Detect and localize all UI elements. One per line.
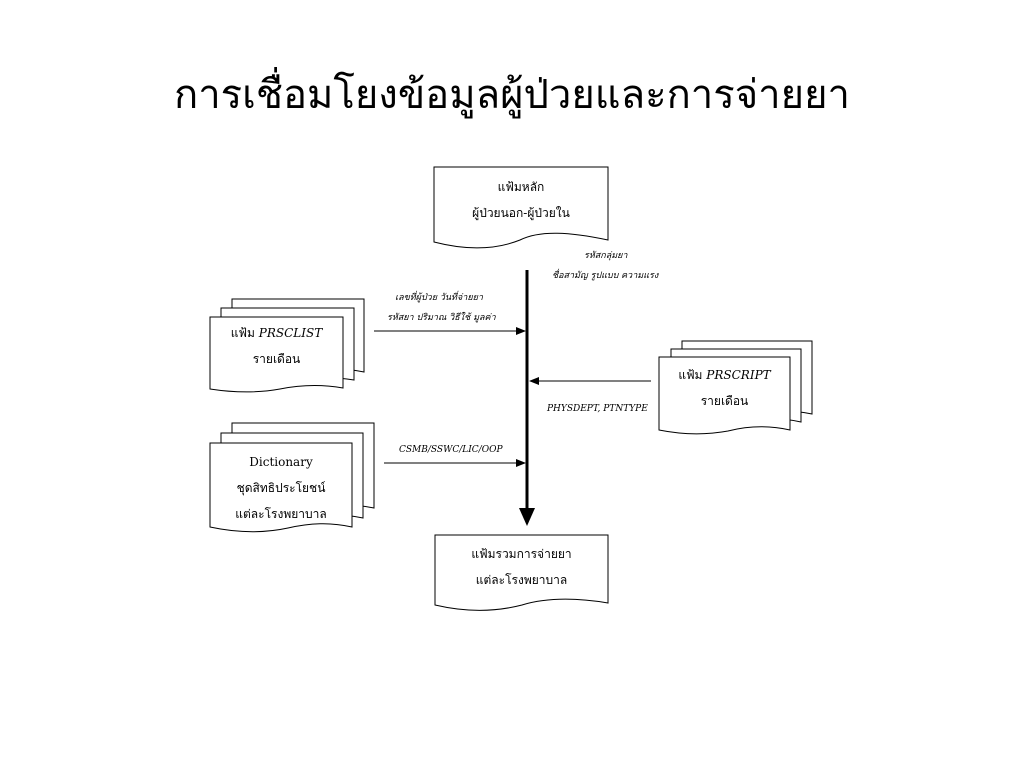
- prscript-line1: แฟ้ม PRSCRIPT: [659, 362, 790, 388]
- output-file-line2: แต่ละโรงพยาบาล: [475, 573, 568, 587]
- prscript-prefix: แฟ้ม: [678, 368, 707, 382]
- main-file-label: แฟ้มหลัก ผู้ป่วยนอก-ผู้ป่วยใน: [434, 174, 608, 226]
- main-file-shape: [433, 166, 609, 249]
- central-arrowhead: [519, 508, 535, 526]
- edge-prsclist-line1: เลขที่ผู้ป่วย วันที่จ่ายยา: [395, 293, 483, 303]
- dictionary-stack: [209, 422, 375, 533]
- edge-prsclist-line2: รหัสยา ปริมาณ วิธีใช้ มูลค่า: [387, 313, 496, 323]
- dictionary-line2: ชุดสิทธิประโยชน์: [236, 481, 326, 495]
- dictionary-line1: Dictionary: [249, 455, 313, 469]
- edge-main-line1: รหัสกลุ่มยา: [584, 251, 628, 261]
- output-file-label: แฟ้มรวมการจ่ายยา แต่ละโรงพยาบาล: [435, 541, 608, 593]
- dictionary-label: Dictionary ชุดสิทธิประโยชน์ แต่ละโรงพยาบ…: [210, 449, 352, 527]
- prsclist-stack: [209, 298, 365, 393]
- edge-main-line2: ชื่อสามัญ รูปแบบ ความแรง: [552, 271, 659, 281]
- prscript-label: แฟ้ม PRSCRIPT รายเดือน: [659, 362, 790, 414]
- prsclist-label: แฟ้ม PRSCLIST รายเดือน: [210, 320, 343, 372]
- prsclist-line1: แฟ้ม PRSCLIST: [210, 320, 343, 346]
- main-file-line2: ผู้ป่วยนอก-ผู้ป่วยใน: [472, 206, 570, 220]
- prscript-line2: รายเดือน: [700, 394, 749, 408]
- output-file-shape: [434, 534, 609, 611]
- main-file-line1: แฟ้มหลัก: [497, 180, 545, 194]
- slide-title: การเชื่อมโยงข้อมูลผู้ป่วยและการจ่ายยา: [174, 72, 850, 118]
- dictionary-shape: [209, 442, 353, 533]
- dictionary-line3: แต่ละโรงพยาบาล: [235, 507, 327, 521]
- output-file-line1: แฟ้มรวมการจ่ายยา: [471, 547, 572, 561]
- prscript-code: PRSCRIPT: [706, 368, 771, 382]
- prsclist-line2: รายเดือน: [252, 352, 301, 366]
- edge-dictionary-line1: CSMB/SSWC/LIC/OOP: [399, 445, 503, 455]
- prsclist-shape: [209, 316, 344, 393]
- edge-prscript-line1: PHYSDEPT, PTNTYPE: [547, 404, 648, 414]
- prsclist-prefix: แฟ้ม: [230, 326, 259, 340]
- prscript-stack: [658, 340, 813, 435]
- prsclist-code: PRSCLIST: [258, 326, 323, 340]
- prscript-shape: [658, 356, 791, 435]
